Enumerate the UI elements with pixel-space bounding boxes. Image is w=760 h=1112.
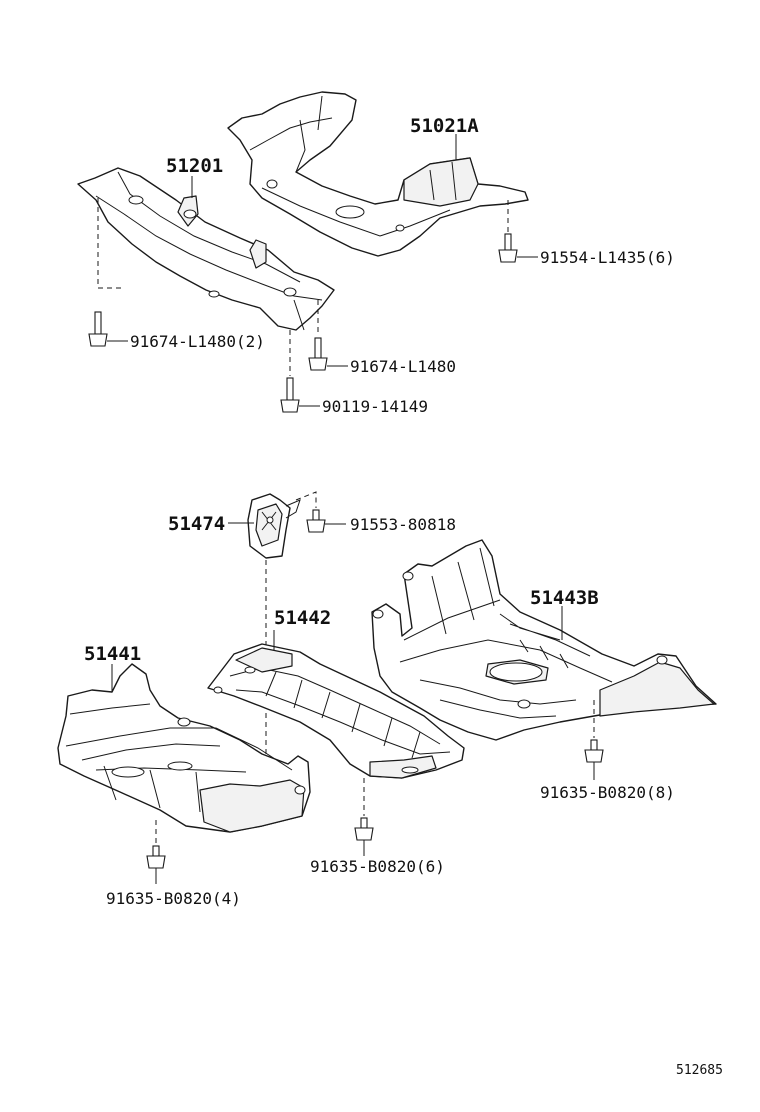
- bolt-91635-a-icon: [146, 845, 166, 869]
- part-51441-cover: [57, 663, 311, 833]
- bolt-91554-icon: [498, 233, 518, 263]
- label-91674-l1480: 91674-L1480: [350, 357, 456, 376]
- part-51442-cover: [207, 643, 465, 779]
- label-51021a: 51021A: [410, 115, 479, 137]
- label-91635-b0820-8: 91635-B0820(8): [540, 783, 675, 802]
- part-51021a-crossmember: [227, 91, 529, 257]
- bolt-91635-c-icon: [584, 739, 604, 763]
- label-90119-14149: 90119-14149: [322, 397, 428, 416]
- label-91635-b0820-6: 91635-B0820(6): [310, 857, 445, 876]
- label-51442: 51442: [274, 607, 331, 629]
- bolt-91674-single-icon: [308, 337, 328, 371]
- bolt-91635-b-icon: [354, 817, 374, 841]
- bolt-91553-icon: [306, 509, 326, 533]
- label-51441: 51441: [84, 643, 141, 665]
- label-91554-l1435-6: 91554-L1435(6): [540, 248, 675, 267]
- label-91635-b0820-4: 91635-B0820(4): [106, 889, 241, 908]
- bolt-90119-icon: [280, 377, 300, 413]
- document-id: 512685: [676, 1063, 723, 1078]
- part-51474-bracket: [247, 493, 301, 559]
- bolt-91674-icon: [88, 311, 108, 347]
- part-51201-member: [77, 167, 335, 331]
- label-91674-l1480-2: 91674-L1480(2): [130, 332, 265, 351]
- label-51474: 51474: [168, 513, 225, 535]
- label-51201: 51201: [166, 155, 223, 177]
- label-91553-80818: 91553-80818: [350, 515, 456, 534]
- label-51443b: 51443B: [530, 587, 599, 609]
- part-51443b-cover: [371, 539, 717, 741]
